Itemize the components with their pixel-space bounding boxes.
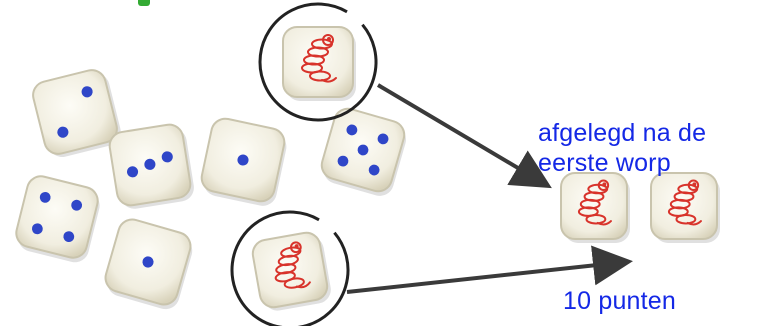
- die-two: [32, 69, 121, 158]
- arrow-to-set-aside: [376, 83, 552, 189]
- pip: [357, 144, 369, 156]
- worm-icon: [577, 179, 612, 226]
- worm-icon: [274, 241, 311, 289]
- pip: [346, 124, 358, 136]
- pip: [144, 158, 156, 170]
- set-aside-label-line-1: afgelegd na de: [538, 119, 707, 147]
- die-face: [650, 172, 718, 240]
- die-face: [560, 172, 628, 240]
- arrow-to-points: [346, 245, 633, 294]
- die-face: [282, 26, 354, 98]
- pip: [337, 155, 349, 167]
- pip: [71, 199, 83, 211]
- pip: [39, 191, 51, 203]
- green-accent-mark: [138, 0, 150, 6]
- pip: [377, 133, 389, 145]
- worm-icon: [301, 34, 337, 83]
- die-one-center: [200, 117, 287, 206]
- die-worm-bottom-circled: [251, 231, 331, 311]
- die-four: [15, 175, 100, 263]
- set-aside-label: afgelegd na de eerste worp: [538, 118, 706, 178]
- die-worm-top-circled: [282, 26, 356, 101]
- pip: [368, 164, 380, 176]
- pip: [142, 256, 154, 268]
- die-one-bottom: [104, 218, 193, 310]
- die-worm-set-aside-2: [650, 172, 720, 243]
- die-face: [15, 175, 99, 259]
- highlight-circle-top: [258, 2, 378, 122]
- pip: [161, 151, 173, 163]
- die-five: [320, 107, 406, 196]
- die-worm-set-aside-1: [560, 172, 630, 243]
- highlight-circle-bottom: [230, 210, 350, 326]
- pip: [57, 126, 69, 138]
- die-face: [32, 69, 118, 155]
- pip: [63, 231, 75, 243]
- points-label: 10 punten: [563, 287, 677, 315]
- pip: [126, 166, 139, 178]
- worm-icon: [667, 179, 702, 226]
- set-aside-label-line-2: eerste worp: [538, 149, 671, 177]
- pip: [31, 223, 43, 235]
- pip: [237, 154, 249, 166]
- die-three: [108, 123, 194, 209]
- pip: [81, 86, 93, 98]
- die-face: [251, 231, 329, 309]
